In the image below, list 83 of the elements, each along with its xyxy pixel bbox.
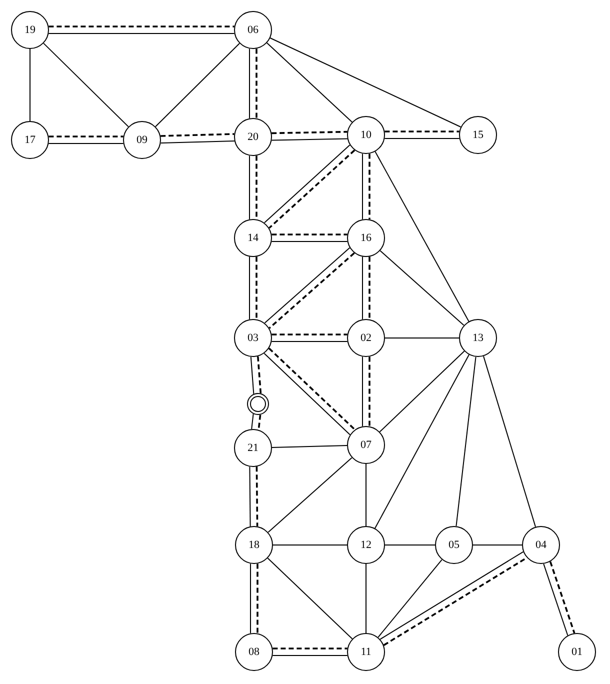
dashed-link-line	[48, 26, 234, 28]
dashed-link-line	[384, 130, 460, 132]
link-line	[264, 247, 350, 324]
dashed-link-line	[368, 154, 370, 220]
link-line	[472, 544, 522, 546]
link-line	[271, 341, 348, 342]
node-circle: 11	[347, 633, 385, 671]
link-line	[271, 138, 348, 141]
node-circle: 01	[558, 633, 596, 671]
link-line	[249, 466, 251, 527]
dashed-link-line	[368, 356, 370, 426]
node-circle: 09	[123, 121, 161, 159]
dashed-link-line	[256, 48, 258, 118]
link-line	[362, 356, 363, 427]
dashed-link-line	[272, 334, 348, 336]
node-circle: 15	[459, 116, 497, 154]
node-circle: 13	[459, 319, 497, 357]
dashed-link-line	[549, 561, 576, 634]
node-circle: 02	[347, 319, 385, 357]
link-line	[264, 144, 350, 224]
dashed-link-line	[256, 156, 258, 220]
link-line	[456, 356, 476, 527]
link-line	[249, 48, 250, 119]
link-line	[272, 445, 348, 448]
dashed-link-line	[272, 234, 348, 236]
link-line	[48, 33, 235, 34]
dashed-link-line	[272, 648, 348, 650]
dashed-link-line	[257, 356, 262, 394]
dashed-link-line	[256, 466, 258, 526]
node-circle: 17	[11, 121, 49, 159]
node-circle: 10	[347, 116, 385, 154]
node-circle: 04	[522, 526, 560, 564]
junction-ring	[247, 393, 269, 415]
link-line	[384, 544, 436, 546]
node-circle: 05	[435, 526, 473, 564]
dashed-link-line	[268, 252, 355, 329]
node-circle: 18	[235, 526, 273, 564]
dashed-link-line	[272, 130, 348, 134]
node-circle: 08	[235, 633, 273, 671]
link-line	[270, 38, 462, 128]
link-line	[48, 143, 124, 144]
link-line	[160, 140, 235, 144]
dashed-link-line	[256, 256, 258, 320]
node-circle: 20	[234, 118, 272, 156]
node-circle: 21	[234, 429, 272, 467]
link-line	[266, 42, 353, 123]
link-line	[362, 256, 363, 320]
node-circle: 14	[234, 219, 272, 257]
link-line	[384, 138, 460, 139]
dashed-link-line	[48, 136, 124, 138]
link-line	[374, 151, 470, 322]
link-line	[155, 42, 240, 128]
dashed-link-line	[368, 256, 370, 320]
link-line	[267, 558, 353, 640]
node-circle: 07	[347, 426, 385, 464]
link-line	[483, 356, 536, 528]
node-circle: 12	[347, 526, 385, 564]
dashed-link-line	[258, 414, 262, 430]
dashed-link-line	[160, 133, 234, 137]
link-line	[251, 414, 254, 430]
link-line	[250, 563, 251, 634]
link-line	[378, 559, 442, 638]
link-line	[272, 544, 348, 546]
link-line	[268, 457, 352, 533]
link-line	[43, 42, 129, 128]
node-circle: 06	[234, 11, 272, 49]
node-circle: 16	[347, 219, 385, 257]
link-line	[271, 241, 348, 242]
link-line	[379, 350, 465, 432]
dashed-link-line	[383, 556, 528, 646]
node-circle: 03	[234, 319, 272, 357]
link-line	[374, 354, 470, 529]
link-line	[543, 563, 568, 636]
node-circle: 19	[11, 11, 49, 49]
link-line	[250, 356, 254, 394]
link-line	[380, 250, 464, 326]
link-line	[380, 551, 524, 640]
link-line	[249, 155, 250, 220]
dashed-link-line	[256, 564, 258, 634]
dashed-link-line	[268, 150, 356, 229]
link-line	[362, 153, 363, 220]
link-line	[249, 256, 250, 320]
link-line	[272, 655, 348, 656]
